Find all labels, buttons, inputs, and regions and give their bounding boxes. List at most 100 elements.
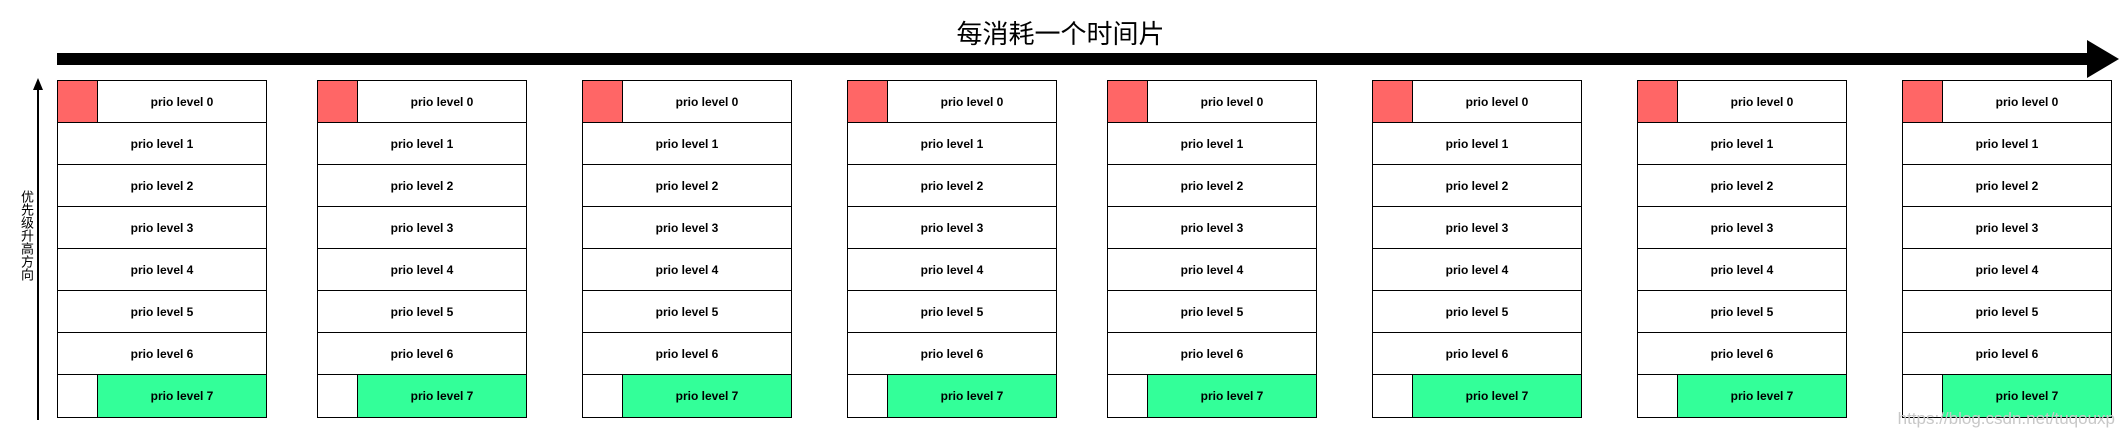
priority-level-row: prio level 6 [1638, 333, 1846, 375]
priority-level-label: prio level 6 [655, 346, 719, 361]
priority-level-row: prio level 4 [318, 249, 526, 291]
priority-level-row: prio level 3 [1108, 207, 1316, 249]
priority-level-row: prio level 2 [318, 165, 526, 207]
priority-level-label: prio level 1 [1975, 136, 2039, 151]
priority-axis-label: 优先级升高方向 [18, 190, 33, 281]
priority-level-row: prio level 2 [1108, 165, 1316, 207]
priority-level-row: prio level 7 [1108, 375, 1316, 417]
priority-level-label: prio level 2 [1710, 178, 1774, 193]
priority-level-row: prio level 5 [1108, 291, 1316, 333]
priority-level-row: prio level 6 [1108, 333, 1316, 375]
priority-level-row: prio level 1 [1373, 123, 1581, 165]
priority-level-row: prio level 4 [1638, 249, 1846, 291]
priority-level-label: prio level 7 [410, 389, 474, 403]
priority-level-row: prio level 5 [318, 291, 526, 333]
priority-level-row: prio level 0 [583, 81, 791, 123]
empty-slot [58, 375, 98, 417]
priority-level-label: prio level 6 [1975, 346, 2039, 361]
priority-level-label: prio level 7 [940, 389, 1004, 403]
priority-level-row: prio level 0 [1903, 81, 2111, 123]
current-task-marker [318, 81, 358, 122]
priority-level-label: prio level 4 [655, 262, 719, 277]
priority-level-row: prio level 4 [1903, 249, 2111, 291]
priority-stack: prio level 0 prio level 1 prio level 2 prio… [1107, 80, 1317, 418]
priority-level-label: prio level 1 [920, 136, 984, 151]
priority-level-label: prio level 0 [1995, 94, 2059, 109]
priority-level-label: prio level 7 [1730, 389, 1794, 403]
priority-level-row: prio level 5 [1373, 291, 1581, 333]
priority-level-label: prio level 4 [130, 262, 194, 277]
priority-level-label: prio level 2 [390, 178, 454, 193]
priority-level-label: prio level 7 [675, 389, 739, 403]
priority-level-row: prio level 3 [318, 207, 526, 249]
priority-level-label: prio level 1 [390, 136, 454, 151]
priority-level-label: prio level 0 [150, 94, 214, 109]
current-task-marker [1373, 81, 1413, 122]
priority-level-label: prio level 5 [390, 304, 454, 319]
priority-level-label: prio level 1 [1180, 136, 1244, 151]
priority-stack: prio level 0 prio level 1 prio level 2 prio… [847, 80, 1057, 418]
priority-level-label: prio level 6 [1710, 346, 1774, 361]
time-direction-arrow [57, 40, 2119, 78]
priority-level-label: prio level 6 [920, 346, 984, 361]
current-task-marker [1638, 81, 1678, 122]
priority-level-label: prio level 5 [1975, 304, 2039, 319]
priority-level-label: prio level 6 [390, 346, 454, 361]
priority-level-label: prio level 0 [410, 94, 474, 109]
priority-level-label: prio level 3 [1710, 220, 1774, 235]
priority-level-label: prio level 2 [655, 178, 719, 193]
priority-level-row: prio level 1 [1638, 123, 1846, 165]
priority-level-row: prio level 7 [1638, 375, 1846, 417]
current-task-marker [848, 81, 888, 122]
priority-level-row: prio level 3 [1903, 207, 2111, 249]
priority-level-row: prio level 7 [583, 375, 791, 417]
priority-level-label: prio level 2 [920, 178, 984, 193]
priority-level-label: prio level 5 [1445, 304, 1509, 319]
current-task-marker [1903, 81, 1943, 122]
priority-level-label: prio level 0 [940, 94, 1004, 109]
priority-level-row: prio level 7 [318, 375, 526, 417]
priority-level-row: prio level 4 [58, 249, 266, 291]
current-task-marker [1108, 81, 1148, 122]
priority-level-label: prio level 5 [1180, 304, 1244, 319]
priority-level-label: prio level 7 [150, 389, 214, 403]
priority-level-row: prio level 5 [583, 291, 791, 333]
priority-level-row: prio level 1 [1903, 123, 2111, 165]
priority-level-row: prio level 0 [1638, 81, 1846, 123]
priority-level-row: prio level 4 [1373, 249, 1581, 291]
priority-level-label: prio level 5 [655, 304, 719, 319]
priority-level-row: prio level 6 [1373, 333, 1581, 375]
empty-slot [1903, 375, 1943, 417]
priority-level-row: prio level 5 [58, 291, 266, 333]
priority-level-label: prio level 5 [130, 304, 194, 319]
priority-level-label: prio level 3 [920, 220, 984, 235]
priority-level-label: prio level 1 [655, 136, 719, 151]
priority-level-row: prio level 1 [58, 123, 266, 165]
priority-level-row: prio level 0 [1108, 81, 1316, 123]
priority-level-label: prio level 4 [390, 262, 454, 277]
priority-level-label: prio level 4 [1445, 262, 1509, 277]
priority-direction-arrow [33, 78, 43, 420]
priority-level-row: prio level 2 [58, 165, 266, 207]
priority-level-label: prio level 3 [1445, 220, 1509, 235]
priority-level-row: prio level 0 [58, 81, 266, 123]
priority-stack: prio level 0 prio level 1 prio level 2 prio… [582, 80, 792, 418]
priority-level-row: prio level 3 [1373, 207, 1581, 249]
priority-level-row: prio level 2 [1903, 165, 2111, 207]
priority-level-label: prio level 7 [1995, 389, 2059, 403]
current-task-marker [58, 81, 98, 122]
priority-level-label: prio level 2 [130, 178, 194, 193]
priority-level-row: prio level 6 [583, 333, 791, 375]
priority-level-label: prio level 3 [1180, 220, 1244, 235]
priority-level-label: prio level 5 [920, 304, 984, 319]
empty-slot [583, 375, 623, 417]
priority-level-row: prio level 1 [848, 123, 1056, 165]
priority-level-label: prio level 1 [130, 136, 194, 151]
priority-level-row: prio level 5 [1903, 291, 2111, 333]
priority-level-row: prio level 0 [848, 81, 1056, 123]
priority-level-row: prio level 1 [583, 123, 791, 165]
priority-level-label: prio level 2 [1180, 178, 1244, 193]
watermark: https://blog.csdn.net/tuqouxp [1897, 409, 2115, 428]
